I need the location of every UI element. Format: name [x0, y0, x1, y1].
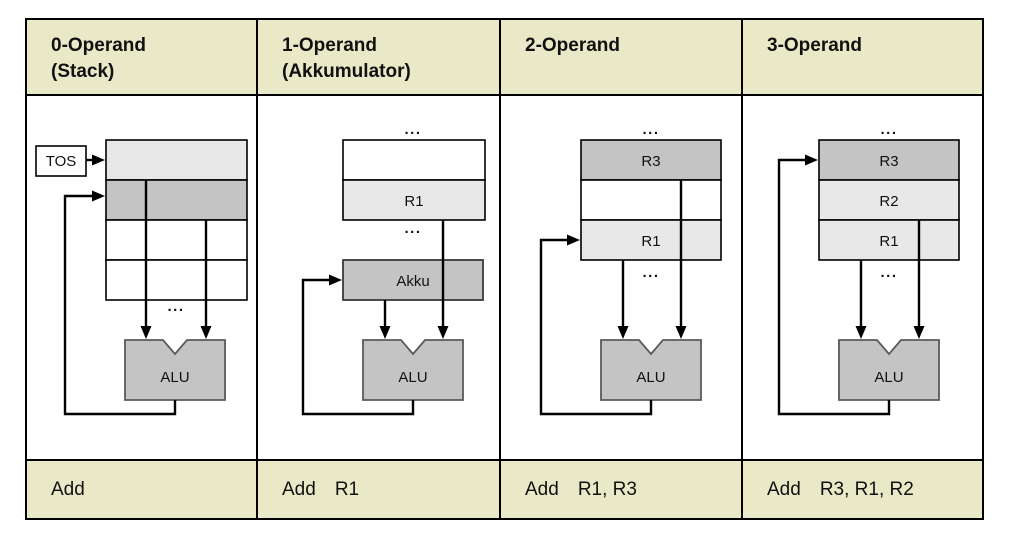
result-feedback-line [539, 234, 653, 416]
instruction-row: Add Add R1 Add R1, R3 Add R3, R1, R2 [27, 459, 982, 518]
diagram-cell-three-operand: ... R3 R2 R1 ... ALU [743, 96, 978, 459]
operand-architecture-table: 0-Operand (Stack) 1-Operand (Akkumulator… [25, 18, 984, 520]
instruction-cell-stack: Add [27, 461, 258, 518]
result-feedback-line [301, 274, 415, 416]
register-r1-label: R1 [404, 193, 423, 210]
instruction-operands: R1 [334, 478, 360, 500]
diagram-cell-akkumulator: ... R1 ... Akku ALU [258, 96, 501, 459]
alu-label: ALU [874, 369, 903, 386]
register-cell-r1 [818, 219, 960, 261]
header-title: 1-Operand [282, 35, 378, 56]
instruction-cell-akkumulator: Add R1 [258, 461, 501, 518]
stack-cell-fourth [105, 259, 248, 301]
header-cell-3-operand: 3-Operand [743, 20, 978, 94]
ellipsis-above-registers: ... [642, 121, 659, 138]
ellipsis-below-registers: ... [880, 264, 897, 281]
register-r3-label: R3 [879, 153, 898, 170]
alu-box [124, 339, 226, 401]
instruction-cell-three-operand: Add R3, R1, R2 [743, 461, 978, 518]
akkumulator-architecture-diagram: ... R1 ... Akku ALU [301, 121, 486, 416]
alu-label: ALU [160, 369, 189, 386]
register-cell-empty [580, 179, 722, 221]
stack-cell-top [105, 139, 248, 181]
header-title: 2-Operand [525, 35, 621, 56]
ellipsis-below-registers: ... [404, 220, 421, 237]
akku-box [342, 259, 484, 301]
ellipsis-above-registers: ... [404, 121, 421, 138]
instruction-mnemonic: Add [767, 478, 801, 500]
alu-box [362, 339, 464, 401]
three-operand-architecture-diagram: ... R3 R2 R1 ... ALU [777, 121, 960, 416]
register-cell-r2 [818, 179, 960, 221]
tos-label: TOS [46, 153, 77, 170]
instruction-mnemonic: Add [282, 478, 316, 500]
alu-label: ALU [398, 369, 427, 386]
ellipsis-below-stack: ... [167, 298, 184, 315]
instruction-cell-two-operand: Add R1, R3 [501, 461, 743, 518]
ellipsis-below-registers: ... [642, 264, 659, 281]
instruction-operands: R3, R1, R2 [819, 478, 914, 500]
stack-cell-third [105, 219, 248, 261]
register-r1-label: R1 [879, 233, 898, 250]
ellipsis-above-registers: ... [880, 121, 897, 138]
alu-label: ALU [636, 369, 665, 386]
register-r1-label: R1 [641, 233, 660, 250]
header-cell-0-operand: 0-Operand (Stack) [27, 20, 258, 94]
alu-box [838, 339, 940, 401]
header-cell-2-operand: 2-Operand [501, 20, 743, 94]
instruction-mnemonic: Add [51, 478, 85, 500]
header-title: 0-Operand [51, 35, 147, 56]
header-cell-1-operand: 1-Operand (Akkumulator) [258, 20, 501, 94]
diagram-cell-stack: TOS ... ALU [27, 96, 258, 459]
instruction-operands: R1, R3 [577, 478, 637, 500]
register-cell-r3 [580, 139, 722, 181]
register-cell-r3 [818, 139, 960, 181]
register-cell-empty [342, 139, 486, 181]
stack-architecture-diagram: TOS ... ALU [35, 139, 248, 416]
header-subtitle: (Stack) [51, 61, 115, 82]
register-cell-r1 [342, 179, 486, 221]
akku-label: Akku [396, 273, 429, 290]
register-cell-r1 [580, 219, 722, 261]
header-title: 3-Operand [767, 35, 863, 56]
register-r2-label: R2 [879, 193, 898, 210]
diagram-cell-two-operand: ... R3 R1 ... ALU [501, 96, 743, 459]
result-feedback-line [777, 154, 891, 416]
header-row: 0-Operand (Stack) 1-Operand (Akkumulator… [27, 20, 982, 96]
result-feedback-line [63, 190, 177, 416]
register-r3-label: R3 [641, 153, 660, 170]
diagram-row: TOS ... ALU ... [27, 96, 982, 459]
alu-box [600, 339, 702, 401]
header-subtitle: (Akkumulator) [282, 61, 411, 82]
instruction-mnemonic: Add [525, 478, 559, 500]
tos-pointer-box [35, 145, 87, 177]
stack-cell-second [105, 179, 248, 221]
two-operand-architecture-diagram: ... R3 R1 ... ALU [539, 121, 722, 416]
